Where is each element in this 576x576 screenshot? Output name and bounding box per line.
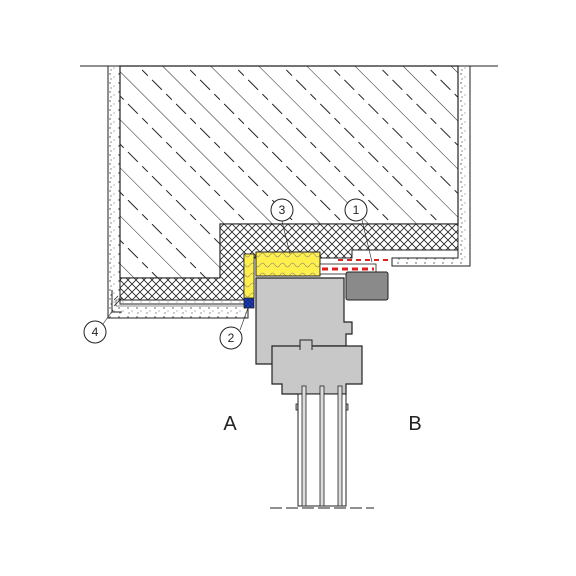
callout-3-label: 3 [279,203,286,217]
callout-3: 3 [270,198,294,255]
callout-1: 1 [344,198,373,263]
callout-2-label: 2 [228,331,235,345]
glazing [270,385,374,509]
inner-render-strip [115,299,249,307]
concrete-lintel [119,65,459,279]
callout-2: 2 [219,307,249,350]
corner-bead-icon [111,290,123,313]
foam-seal [255,251,321,277]
callout-1-label: 1 [353,203,360,217]
sash-profile [271,345,363,395]
callout-4-label: 4 [92,325,99,339]
frame-weatherbar [345,271,389,301]
side-label-outside: B [408,413,421,435]
inner-foam-strip [243,253,255,299]
callout-4: 4 [83,309,114,344]
side-label-inside: A [223,413,237,435]
